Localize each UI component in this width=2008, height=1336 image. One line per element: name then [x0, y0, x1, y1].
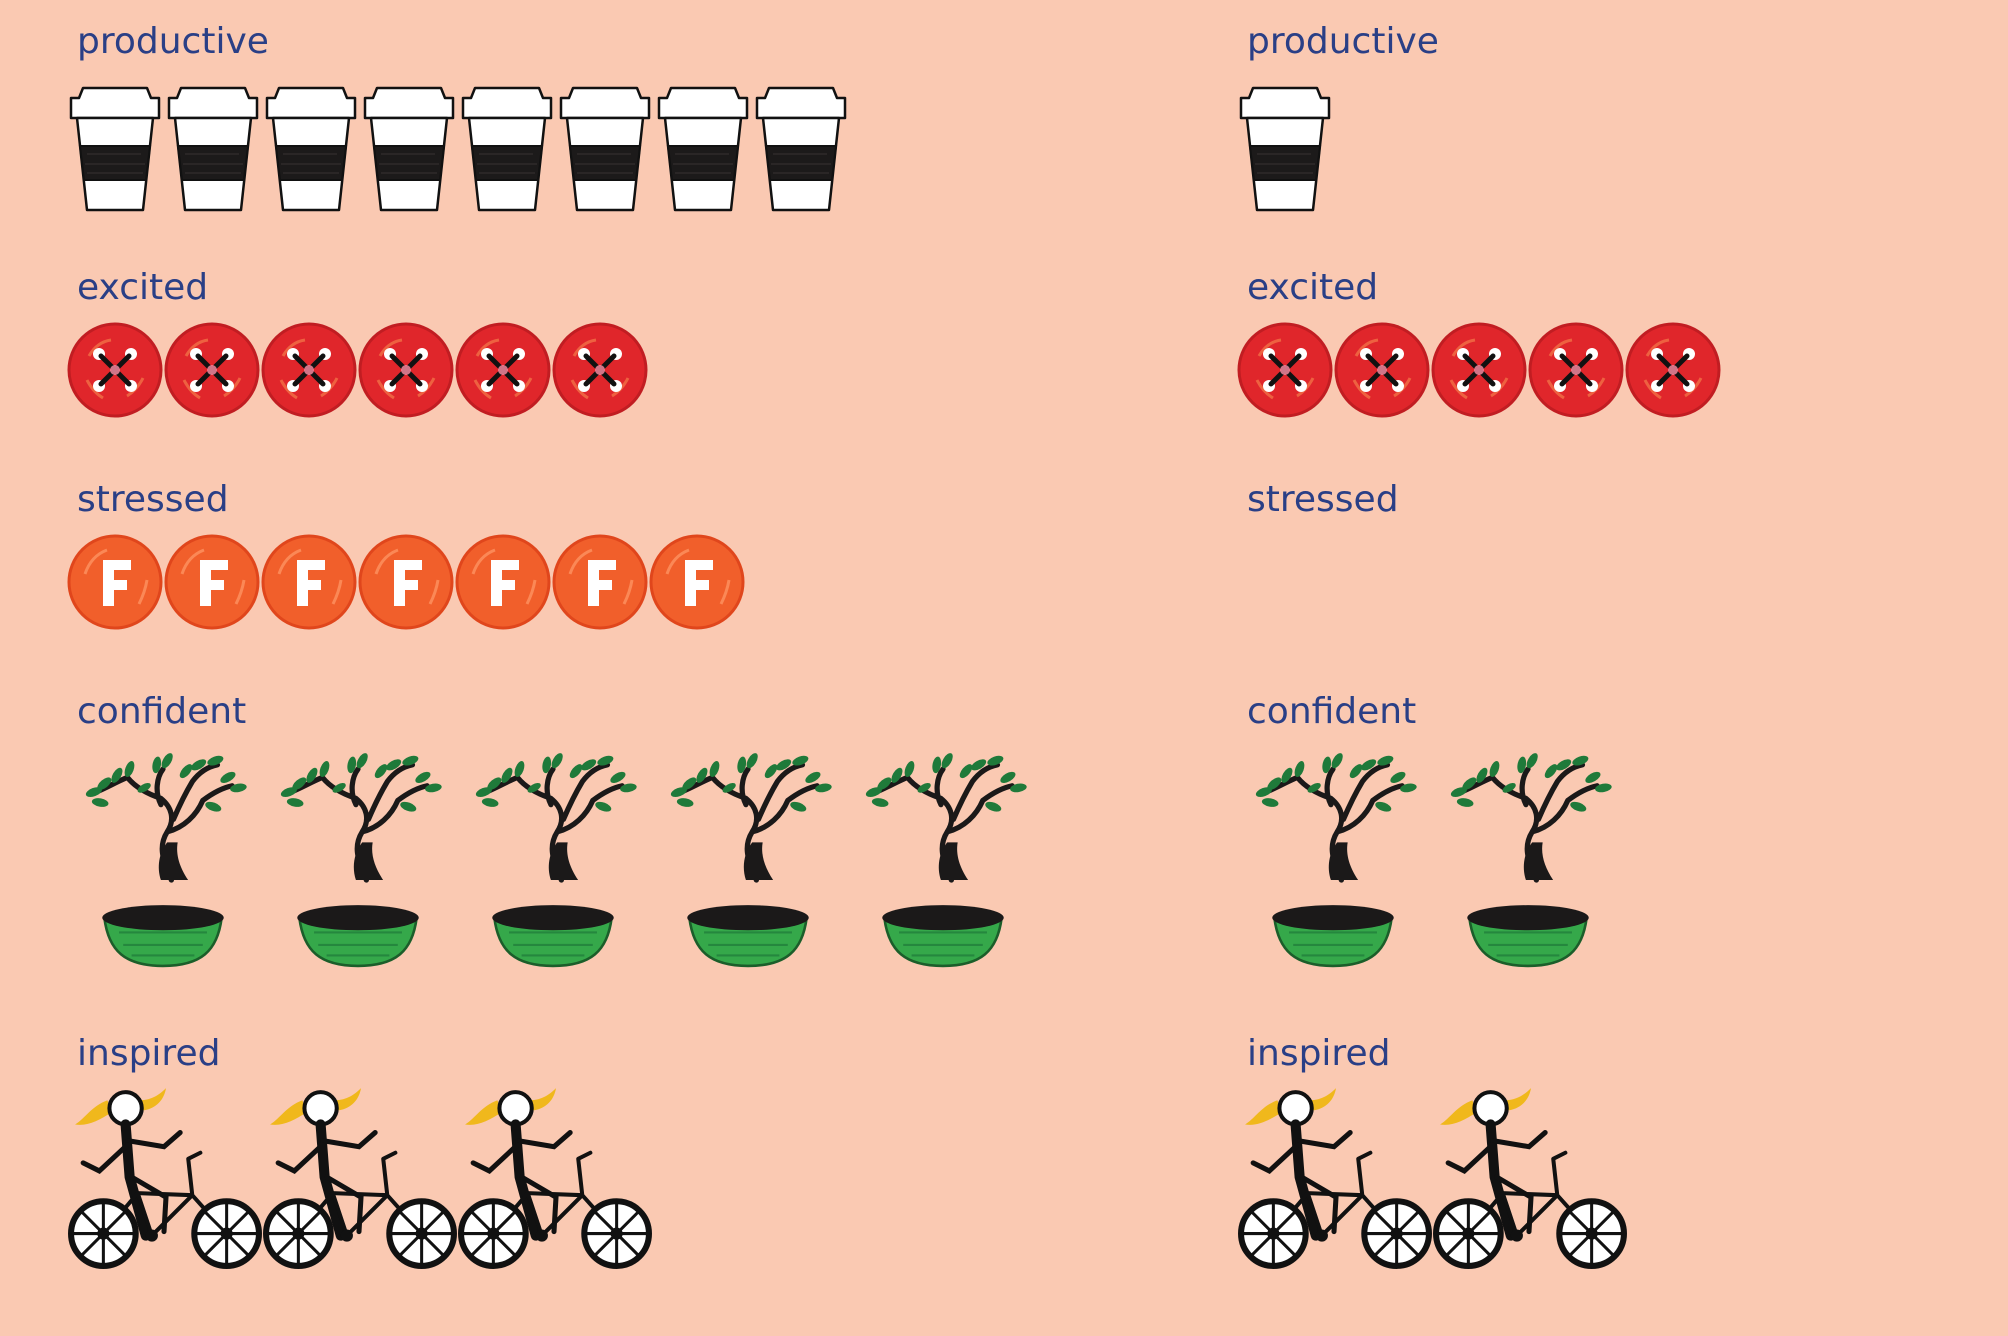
row-label-confident: confident: [77, 691, 247, 732]
bonsai-icon: [865, 753, 1027, 968]
coffee-cup-icon: [1239, 86, 1331, 212]
coffee-cup-icon: [69, 86, 161, 212]
red-button-icon: [1431, 322, 1527, 418]
row-label-excited: excited: [1247, 267, 1379, 308]
chart-panel-left: productive excited: [0, 0, 1027, 1336]
red-button-icon: [67, 322, 163, 418]
f-grade-icon: [164, 534, 260, 630]
coffee-cup-icon: [265, 86, 357, 212]
f-grade-icon: [552, 534, 648, 630]
bonsai-icon: [1255, 753, 1417, 968]
bonsai-icon: [475, 753, 637, 968]
chart-panel-right: productive excited: [1170, 0, 2008, 1336]
red-button-icon: [455, 322, 551, 418]
red-button-icon: [358, 322, 454, 418]
row-label-stressed: stressed: [77, 479, 229, 520]
row-label-productive: productive: [77, 21, 269, 62]
red-button-icon: [261, 322, 357, 418]
row-label-stressed: stressed: [1247, 479, 1399, 520]
bonsai-icon: [85, 753, 247, 968]
bonsai-icon: [670, 753, 832, 968]
coffee-cup-icon: [559, 86, 651, 212]
cyclist-icon: [68, 1088, 262, 1269]
cyclist-icon: [263, 1088, 457, 1269]
coffee-cup-icon: [657, 86, 749, 212]
f-grade-icon: [261, 534, 357, 630]
red-button-icon: [552, 322, 648, 418]
red-button-icon: [1237, 322, 1333, 418]
coffee-cup-icon: [755, 86, 847, 212]
bonsai-icon: [1450, 753, 1612, 968]
row-label-confident: confident: [1247, 691, 1417, 732]
row-label-excited: excited: [77, 267, 209, 308]
coffee-cup-icon: [167, 86, 259, 212]
f-grade-icon: [67, 534, 163, 630]
red-button-icon: [1625, 322, 1721, 418]
f-grade-icon: [455, 534, 551, 630]
cyclist-icon: [1433, 1088, 1627, 1269]
cyclist-icon: [458, 1088, 652, 1269]
red-button-icon: [1334, 322, 1430, 418]
f-grade-icon: [649, 534, 745, 630]
coffee-cup-icon: [461, 86, 553, 212]
coffee-cup-icon: [363, 86, 455, 212]
row-label-inspired: inspired: [77, 1033, 221, 1074]
row-label-inspired: inspired: [1247, 1033, 1391, 1074]
f-grade-icon: [358, 534, 454, 630]
red-button-icon: [164, 322, 260, 418]
row-label-productive: productive: [1247, 21, 1439, 62]
red-button-icon: [1528, 322, 1624, 418]
cyclist-icon: [1238, 1088, 1432, 1269]
bonsai-icon: [280, 753, 442, 968]
